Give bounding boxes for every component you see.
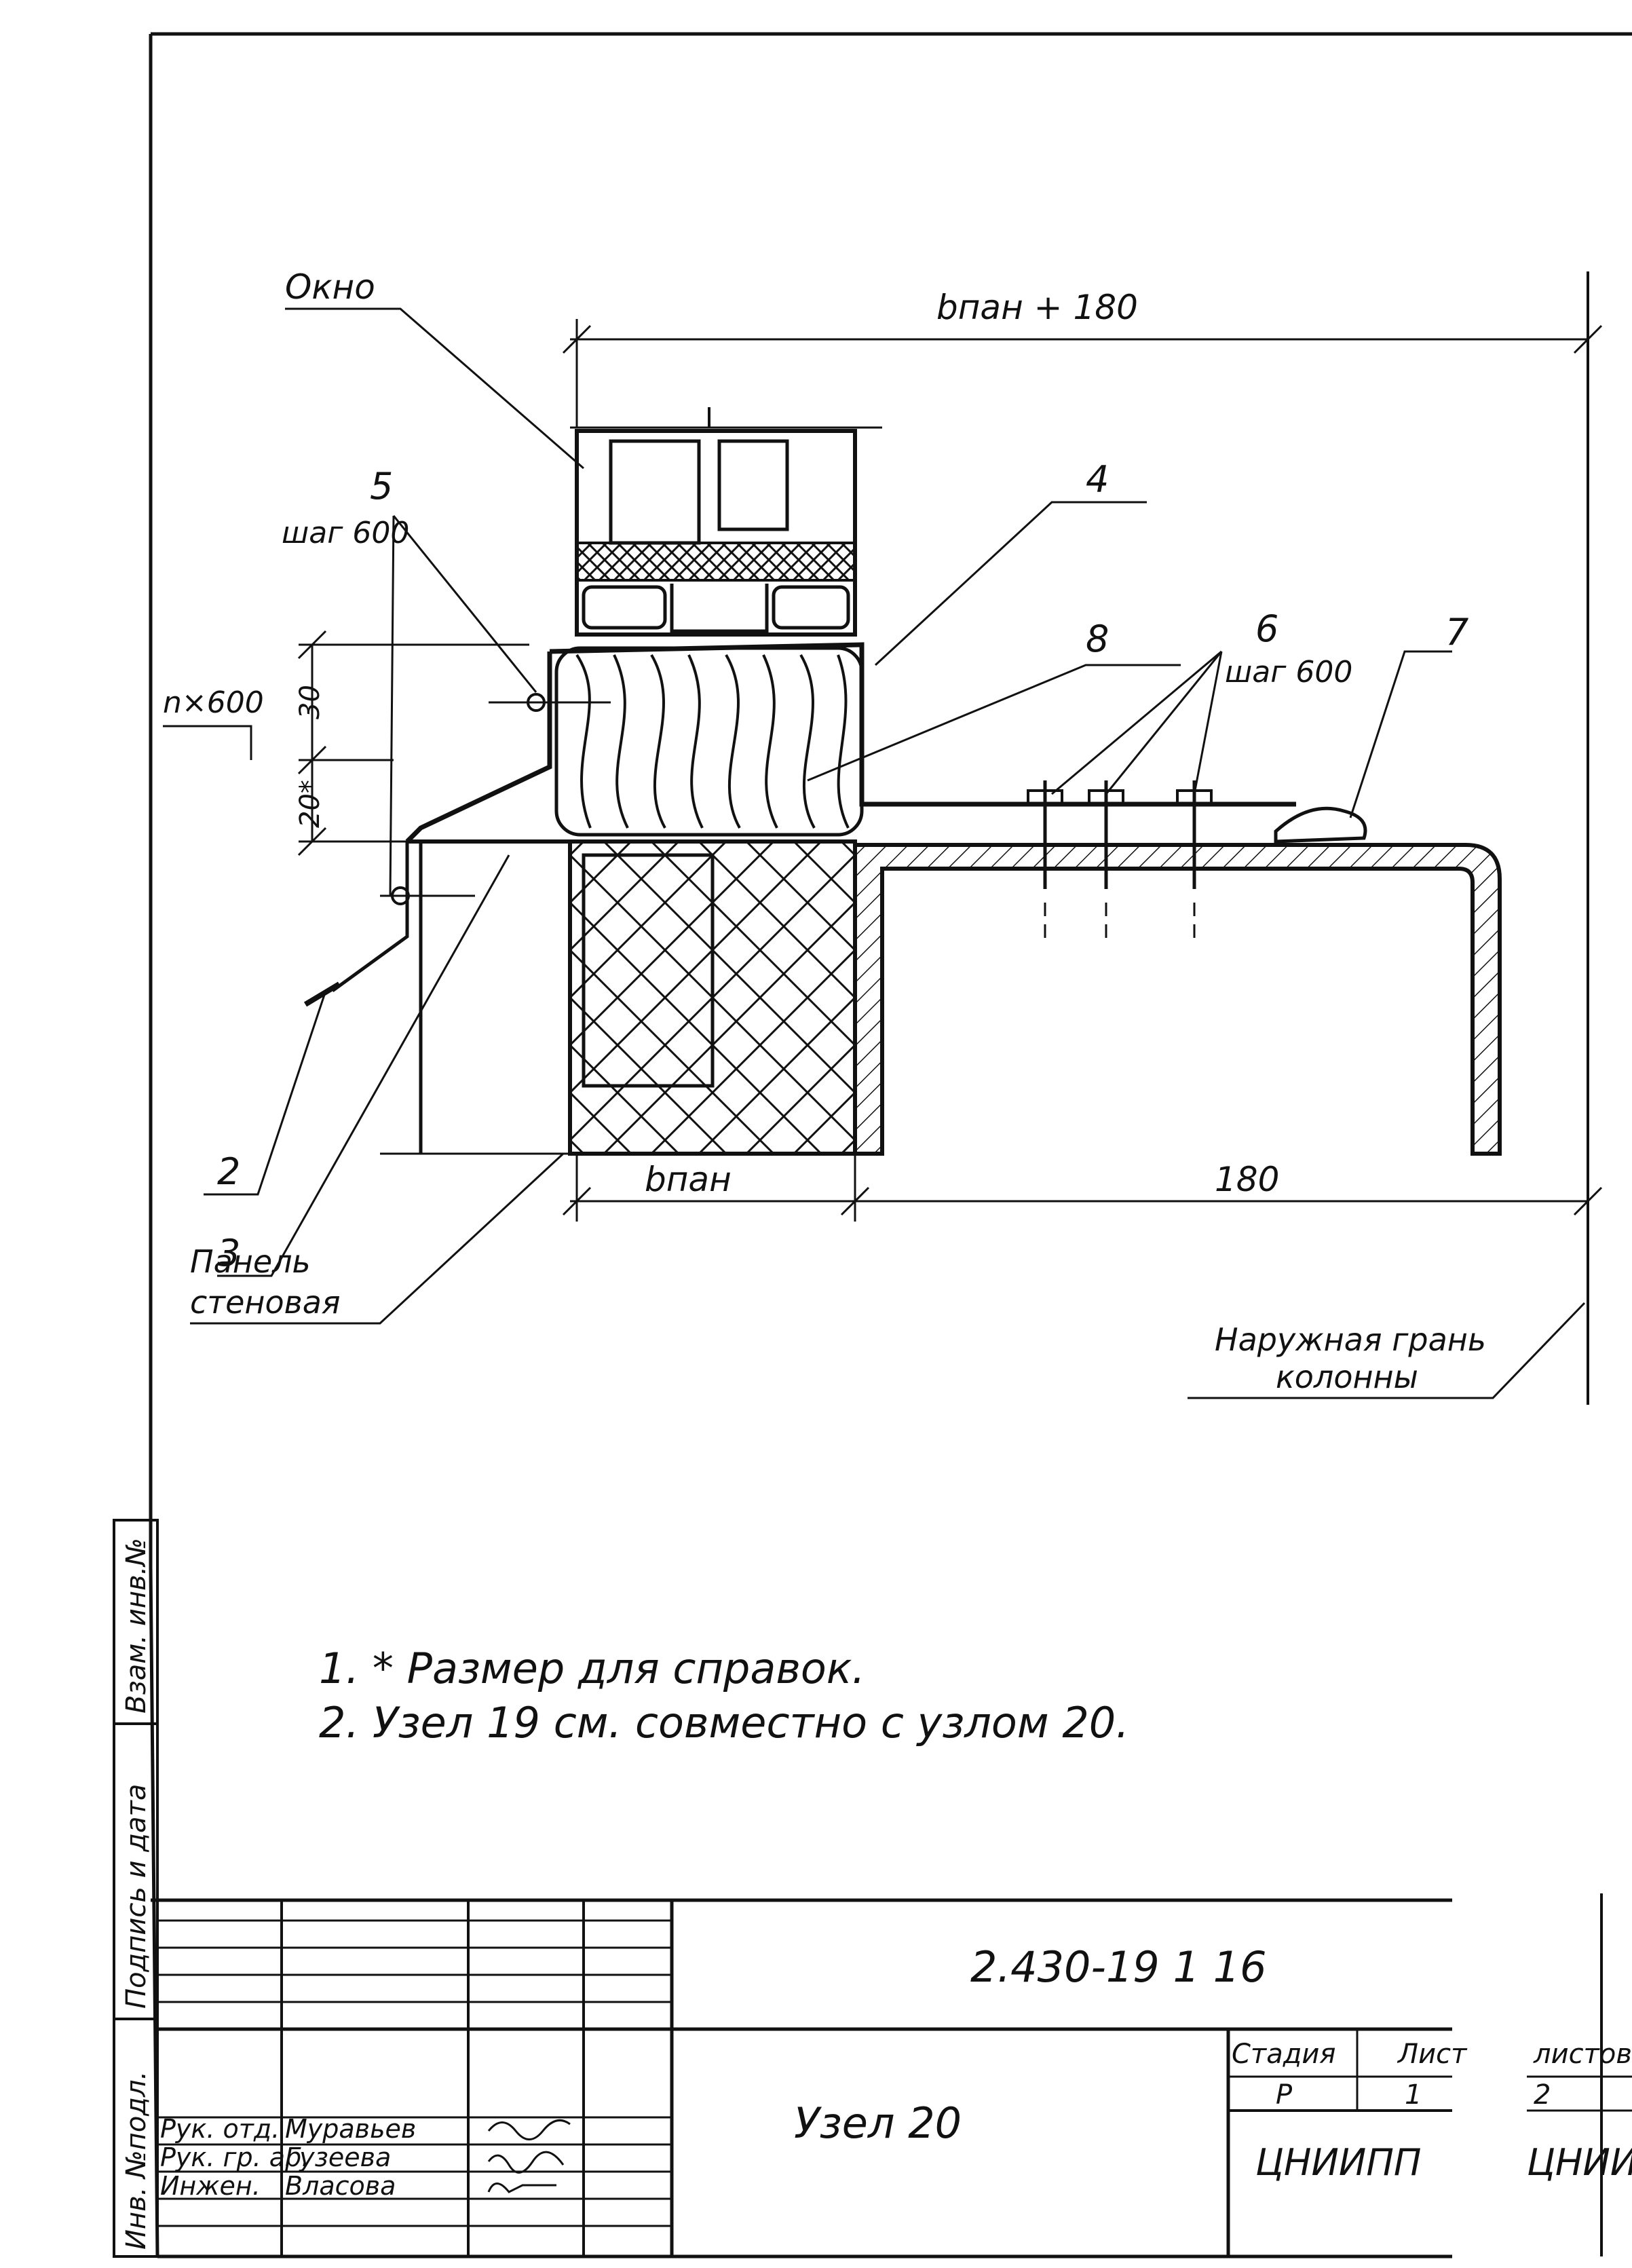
flashing-sheet xyxy=(405,642,1296,844)
rivets xyxy=(303,693,611,1007)
signer-name-3: Власова xyxy=(285,2171,396,2201)
extra-value: 2 xyxy=(1534,2079,1551,2111)
label-dim-top: bпан + 180 xyxy=(936,288,1138,327)
leader-lines xyxy=(190,307,1586,1399)
signature-2 xyxy=(487,2151,565,2174)
sheet-header: Лист xyxy=(1397,2039,1468,2070)
label-dim-30: 30 xyxy=(295,685,326,719)
label-column-2: колонны xyxy=(1276,1359,1418,1395)
org-name: ЦНИИПП xyxy=(1255,2141,1422,2184)
signature-3 xyxy=(487,2182,556,2193)
column-channel xyxy=(853,843,1502,1156)
callout-8: 8 xyxy=(1086,618,1109,660)
note-2: 2. Узел 19 см. совместно с узлом 20. xyxy=(319,1698,1129,1747)
signer-role-3: Инжен. xyxy=(160,2171,261,2201)
drawing-title: Узел 20 xyxy=(794,2098,962,2148)
sealant xyxy=(1274,806,1367,844)
stage-value: Р xyxy=(1276,2079,1293,2111)
label-dim-180: 180 xyxy=(1215,1160,1279,1199)
label-dim-20: 20* xyxy=(295,780,326,828)
label-step-5: шаг 600 xyxy=(282,516,409,550)
stamp-signature-date: Подпись и дата xyxy=(121,1784,152,2009)
stamp-inv-no: Инв. №подл. xyxy=(121,2071,152,2250)
window-frame xyxy=(570,407,882,637)
wool-insulation xyxy=(554,646,864,837)
wall-panel xyxy=(380,839,882,1156)
label-window: Окно xyxy=(285,267,375,307)
title-block: 2.430-19 1 16 Узел 20 Стадия Лист Р 1 ЦН… xyxy=(151,1893,1632,2258)
note-1: 1. * Размер для справок. xyxy=(319,1644,865,1693)
signer-role-2: Рук. гр. ар. xyxy=(160,2142,309,2172)
notes: 1. * Размер для справок. 2. Узел 19 см. … xyxy=(319,1644,1129,1747)
label-n600: n×600 xyxy=(163,685,264,720)
callout-3: 3 xyxy=(217,1232,240,1274)
callout-5: 5 xyxy=(370,465,393,508)
label-panel-1: Панель xyxy=(190,1243,311,1280)
callout-2: 2 xyxy=(217,1150,240,1193)
signature-1 xyxy=(487,2119,571,2140)
label-dim-bpan: bпан xyxy=(645,1160,732,1199)
label-step-6: шаг 600 xyxy=(1225,655,1352,689)
side-stamp: Инв. №подл. Подпись и дата Взам. инв.№ xyxy=(113,1519,159,2258)
doc-code: 2.430-19 1 16 xyxy=(970,1942,1267,1992)
extra-org: ЦНИИ xyxy=(1527,2141,1632,2184)
signer-name-1: Муравьев xyxy=(285,2114,416,2144)
signer-name-2: Гузеева xyxy=(285,2142,391,2172)
callout-6: 6 xyxy=(1255,607,1278,650)
stage-header: Стадия xyxy=(1232,2039,1335,2070)
stamp-replaces-inv: Взам. инв.№ xyxy=(121,1538,152,1714)
sheet-frame xyxy=(149,32,1632,2257)
drawing-labels: Окно bпан + 180 5 шаг 600 4 8 6 шаг 600 … xyxy=(163,267,1486,1395)
callout-4: 4 xyxy=(1086,458,1109,501)
bolts xyxy=(1027,780,1213,943)
sheet-value: 1 xyxy=(1405,2079,1422,2111)
label-column-1: Наружная грань xyxy=(1215,1321,1486,1358)
dimension-lines xyxy=(163,319,1603,1222)
callout-7: 7 xyxy=(1445,611,1468,654)
label-panel-2: стеновая xyxy=(190,1284,341,1321)
signer-role-1: Рук. отд. xyxy=(160,2114,280,2144)
extra-header: листов xyxy=(1533,2039,1632,2070)
